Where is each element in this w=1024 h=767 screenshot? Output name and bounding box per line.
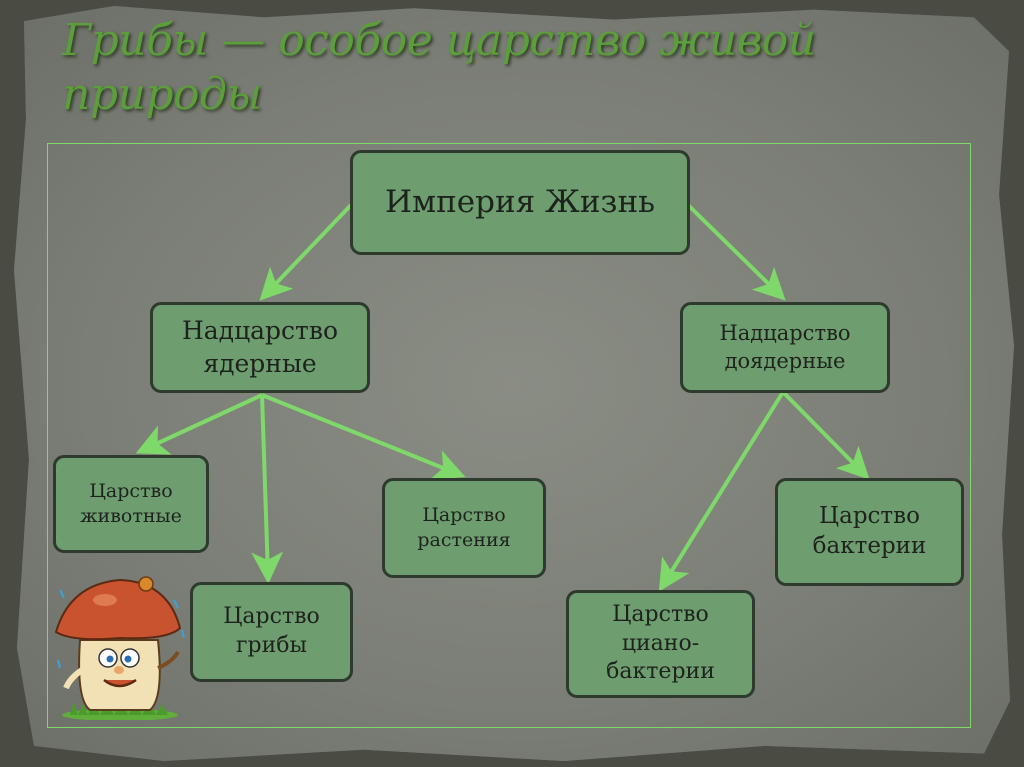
node-cyanobacteria: Царство циано- бактерии [566, 590, 755, 698]
arrow-root-to-prokaryotes [686, 203, 786, 301]
node-prokaryotes: Надцарство доядерные [680, 302, 890, 393]
arrow-root-to-eukaryotes [259, 203, 353, 301]
node-empire-life: Империя Жизнь [350, 150, 690, 255]
diagram-frame [47, 143, 971, 728]
node-animals: Царство животные [53, 455, 209, 553]
mushroom-character-icon [54, 576, 185, 720]
node-animals-label: Царство животные [80, 480, 182, 527]
node-bacteria: Царство бактерии [775, 478, 964, 586]
arrow-prokaryotes-to-cyanobacteria [658, 390, 785, 592]
node-prokaryotes-label: Надцарство доядерные [719, 321, 851, 373]
node-cyanobacteria-label: Царство циано- бактерии [606, 602, 715, 685]
node-plants: Царство растения [382, 478, 546, 578]
arrow-eukaryotes-to-plants [261, 393, 466, 480]
arrow-eukaryotes-to-animals [135, 393, 263, 455]
node-empire-life-label: Империя Жизнь [384, 184, 655, 221]
node-fungi-label: Царство грибы [223, 604, 320, 658]
arrow-prokaryotes-to-bacteria [781, 390, 870, 480]
arrow-eukaryotes-to-fungi [251, 394, 284, 584]
node-plants-label: Царство растения [417, 504, 511, 551]
node-eukaryotes-label: Надцарство ядерные [181, 316, 339, 378]
node-fungi: Царство грибы [190, 582, 353, 682]
slide-title: Грибы — особое царство живой природы [62, 15, 816, 120]
node-bacteria-label: Царство бактерии [812, 503, 927, 559]
node-eukaryotes: Надцарство ядерные [150, 302, 370, 393]
